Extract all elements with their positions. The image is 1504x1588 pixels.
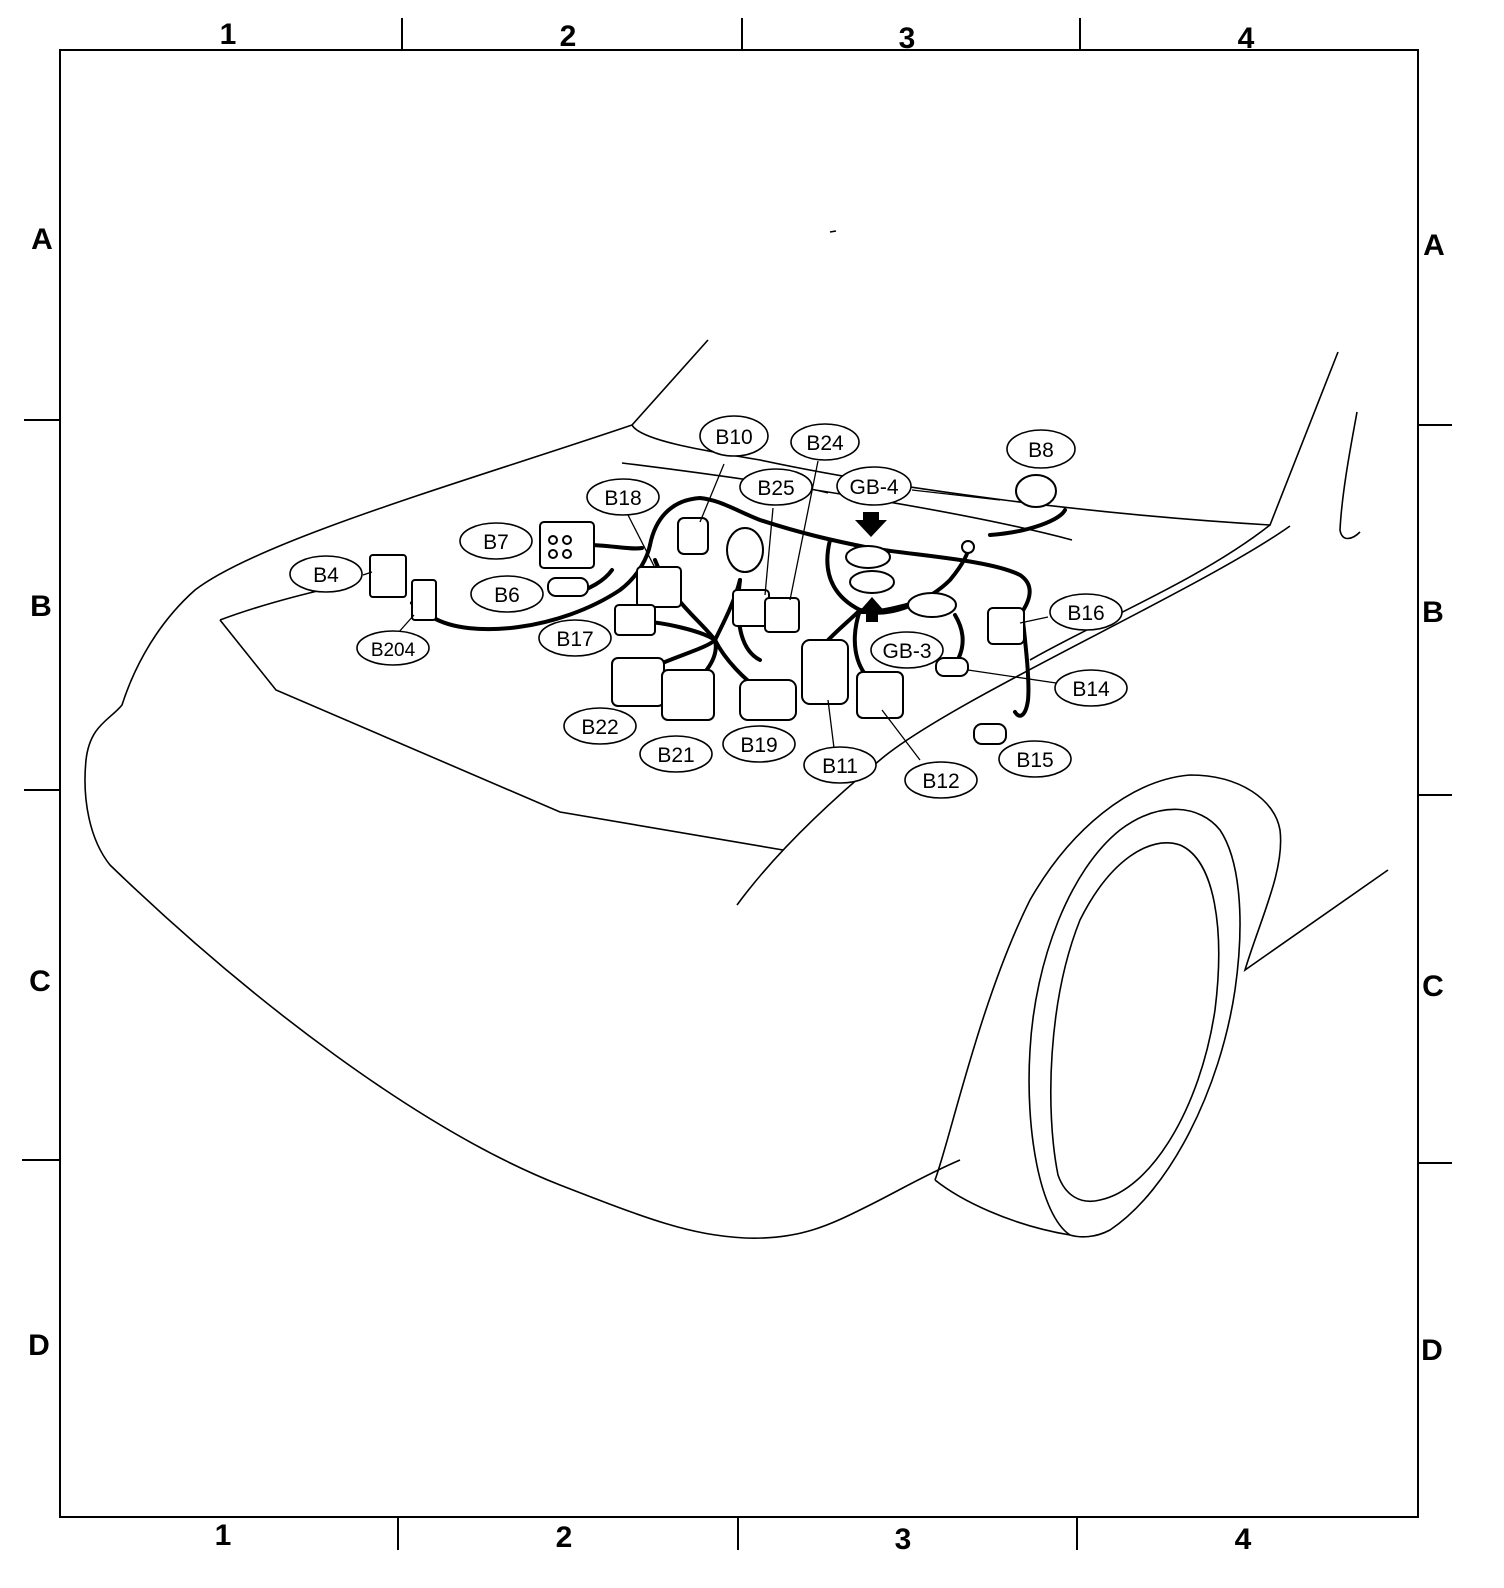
connector-gb3-eye xyxy=(907,592,957,618)
callout-b22: B22 xyxy=(563,707,637,745)
callout-b10: B10 xyxy=(699,415,769,457)
callout-b16-label: B16 xyxy=(1067,602,1104,625)
col-label-1-bottom: 1 xyxy=(215,1519,232,1552)
callout-gb3: GB-3 xyxy=(870,631,944,669)
ground-terminal-lower xyxy=(849,570,895,594)
callout-b25-label: B25 xyxy=(757,477,794,500)
callout-b12-label: B12 xyxy=(922,770,959,793)
callout-b17: B17 xyxy=(538,619,612,657)
col-label-4-bottom: 4 xyxy=(1235,1523,1252,1556)
ground-terminal-upper xyxy=(845,545,891,569)
row-label-c-right: C xyxy=(1422,970,1444,1003)
connector-b16 xyxy=(987,607,1025,645)
connector-b15 xyxy=(973,723,1007,745)
small-mark xyxy=(829,230,837,233)
callout-b4-label: B4 xyxy=(313,564,339,587)
connector-b8 xyxy=(1015,474,1057,508)
callout-b10-label: B10 xyxy=(715,426,752,449)
callout-b24: B24 xyxy=(790,423,860,461)
callout-b17-label: B17 xyxy=(556,628,593,651)
callout-b18-label: B18 xyxy=(604,487,641,510)
row-label-a-left: A xyxy=(31,223,53,256)
diagram-frame xyxy=(59,49,1419,1518)
arrow-down-gb4 xyxy=(855,512,887,537)
row-label-d-right: D xyxy=(1421,1334,1443,1367)
callout-b6: B6 xyxy=(470,575,544,613)
callout-b4: B4 xyxy=(289,555,363,593)
row-label-a-right: A xyxy=(1423,229,1445,262)
row-label-b-right: B xyxy=(1422,596,1444,629)
connector-b10 xyxy=(677,517,709,555)
connector-b4 xyxy=(369,554,407,598)
callout-b14-label: B14 xyxy=(1072,678,1110,701)
callout-gb3-label: GB-3 xyxy=(882,640,931,663)
callout-b8: B8 xyxy=(1006,429,1076,469)
connector-b24 xyxy=(764,597,800,633)
col-label-1-top: 1 xyxy=(220,18,237,51)
callout-gb4: GB-4 xyxy=(836,466,912,506)
connectors xyxy=(369,474,1057,745)
connector-b18 xyxy=(636,566,682,608)
callout-b204: B204 xyxy=(356,630,430,666)
callout-b7: B7 xyxy=(459,522,533,560)
row-label-d-left: D xyxy=(28,1329,50,1362)
connector-b17 xyxy=(614,604,656,636)
callout-b25: B25 xyxy=(739,468,813,506)
callout-b11-label: B11 xyxy=(822,755,858,778)
connector-b22 xyxy=(611,657,665,707)
col-label-3-top: 3 xyxy=(899,22,916,55)
callout-gb4-label: GB-4 xyxy=(849,476,898,499)
connector-b21 xyxy=(661,669,715,721)
callout-b18: B18 xyxy=(586,478,660,516)
callout-b14: B14 xyxy=(1054,669,1128,707)
callout-b22-label: B22 xyxy=(581,716,618,739)
callout-b21-label: B21 xyxy=(657,744,694,767)
connector-b204 xyxy=(411,579,437,621)
connector-b25 xyxy=(732,589,770,627)
connector-b12 xyxy=(856,671,904,719)
callout-b8-label: B8 xyxy=(1028,439,1054,462)
callout-b6-label: B6 xyxy=(494,584,520,607)
callout-b16: B16 xyxy=(1049,593,1123,631)
col-label-3-bottom: 3 xyxy=(895,1523,912,1556)
callout-b21: B21 xyxy=(639,735,713,773)
connector-b19 xyxy=(739,679,797,721)
callout-b19: B19 xyxy=(722,725,796,763)
callout-b204-label: B204 xyxy=(371,640,416,661)
callout-b15-label: B15 xyxy=(1016,749,1053,772)
callout-b24-label: B24 xyxy=(806,432,844,455)
col-label-2-top: 2 xyxy=(560,20,577,53)
arrow-up-gb3 xyxy=(857,597,887,622)
callout-b15: B15 xyxy=(998,740,1072,778)
leader-lines xyxy=(362,460,1057,761)
connector-b11 xyxy=(801,639,849,705)
row-label-b-left: B xyxy=(30,590,52,623)
callout-b12: B12 xyxy=(904,761,978,799)
connector-b6 xyxy=(547,577,589,597)
col-label-2-bottom: 2 xyxy=(556,1521,573,1554)
grid-ticks xyxy=(22,18,1452,1550)
connector-b14 xyxy=(935,657,969,677)
col-label-4-top: 4 xyxy=(1238,22,1255,55)
callout-b7-label: B7 xyxy=(483,531,509,554)
callout-b11: B11 xyxy=(803,746,877,784)
row-label-c-left: C xyxy=(29,965,51,998)
connector-b25-bulb xyxy=(726,527,764,573)
callout-b19-label: B19 xyxy=(740,734,777,757)
small-terminal xyxy=(961,540,975,554)
